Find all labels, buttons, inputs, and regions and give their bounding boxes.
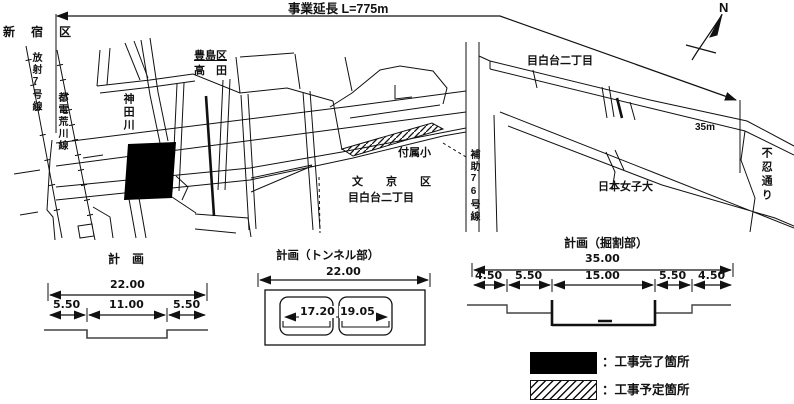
section-tunnel-drawing	[257, 273, 431, 346]
label-takada: 高 田	[194, 65, 227, 77]
project-length-label: 事業延長 L=775m	[288, 2, 389, 16]
section-cut-seg3: 15.00	[585, 269, 620, 282]
section-tunnel-inner-left: 17.20	[299, 305, 336, 319]
section-cut-seg2: 5.50	[515, 269, 543, 282]
legend-planned-label: ：工事予定箇所	[602, 383, 690, 397]
section-plan-seg-right: 5.50	[173, 298, 201, 311]
label-shinjuku-ku: 新 宿 区	[3, 25, 74, 39]
section-plan-total: 22.00	[110, 278, 145, 291]
boundary-dashed-lines	[318, 142, 467, 234]
legend-planned-swatch	[530, 380, 597, 400]
section-plan-seg-center: 11.00	[109, 298, 144, 311]
section-cut-total: 35.00	[585, 252, 620, 265]
label-fuzoku-sho: 付属小	[398, 147, 431, 159]
section-cut-seg4: 5.50	[659, 269, 687, 282]
legend-completed-swatch	[530, 352, 597, 374]
label-bunkyo-ku: 文 京 区	[352, 176, 437, 188]
compass-n-label: N	[719, 0, 729, 15]
avenue-lines	[478, 55, 794, 233]
north-compass-icon	[685, 13, 723, 61]
section-plan-title: 計 画	[108, 252, 145, 266]
legend-completed-label: ：工事完了箇所	[602, 355, 690, 369]
section-tunnel-inner-right: 19.05	[339, 305, 376, 319]
section-cut-seg1: 4.50	[475, 269, 503, 282]
planned-section-hatch	[340, 122, 445, 157]
section-cut-title: 計画（掘割部）	[564, 236, 649, 250]
section-tunnel-total: 22.00	[326, 265, 361, 278]
route-alignment-lines	[55, 90, 467, 201]
label-mejirodai-2chome-bunkyo: 目白台二丁目	[348, 192, 414, 204]
label-shinobazu-dori: 不忍通り	[760, 147, 773, 203]
bold-street-lines	[204, 95, 624, 217]
section-cut-drawing	[467, 263, 734, 327]
label-mejirodai-2chome: 目白台二丁目	[527, 55, 593, 67]
label-35m-dimension: 35m	[695, 122, 716, 133]
radial7-rail-line	[25, 45, 63, 239]
label-nihon-joshidai: 日本女子大	[598, 181, 653, 193]
label-kanda-gawa: 神田川	[122, 93, 135, 132]
section-plan-seg-left: 5.50	[53, 298, 81, 311]
section-tunnel-title: 計画（トンネル部）	[276, 250, 380, 262]
label-hojo-76-gosen: 補助76号線	[468, 149, 479, 223]
section-plan-drawing	[44, 283, 208, 339]
label-toden-arakawa-sen: 都電荒川線	[56, 92, 67, 152]
label-hosha-7-gosen: 放射7号線	[30, 52, 41, 113]
completed-section-fill	[124, 142, 176, 200]
section-cut-seg5: 4.50	[698, 269, 726, 282]
label-toshima-ku: 豊島区	[194, 50, 227, 62]
project-length-dimension	[56, 11, 737, 101]
